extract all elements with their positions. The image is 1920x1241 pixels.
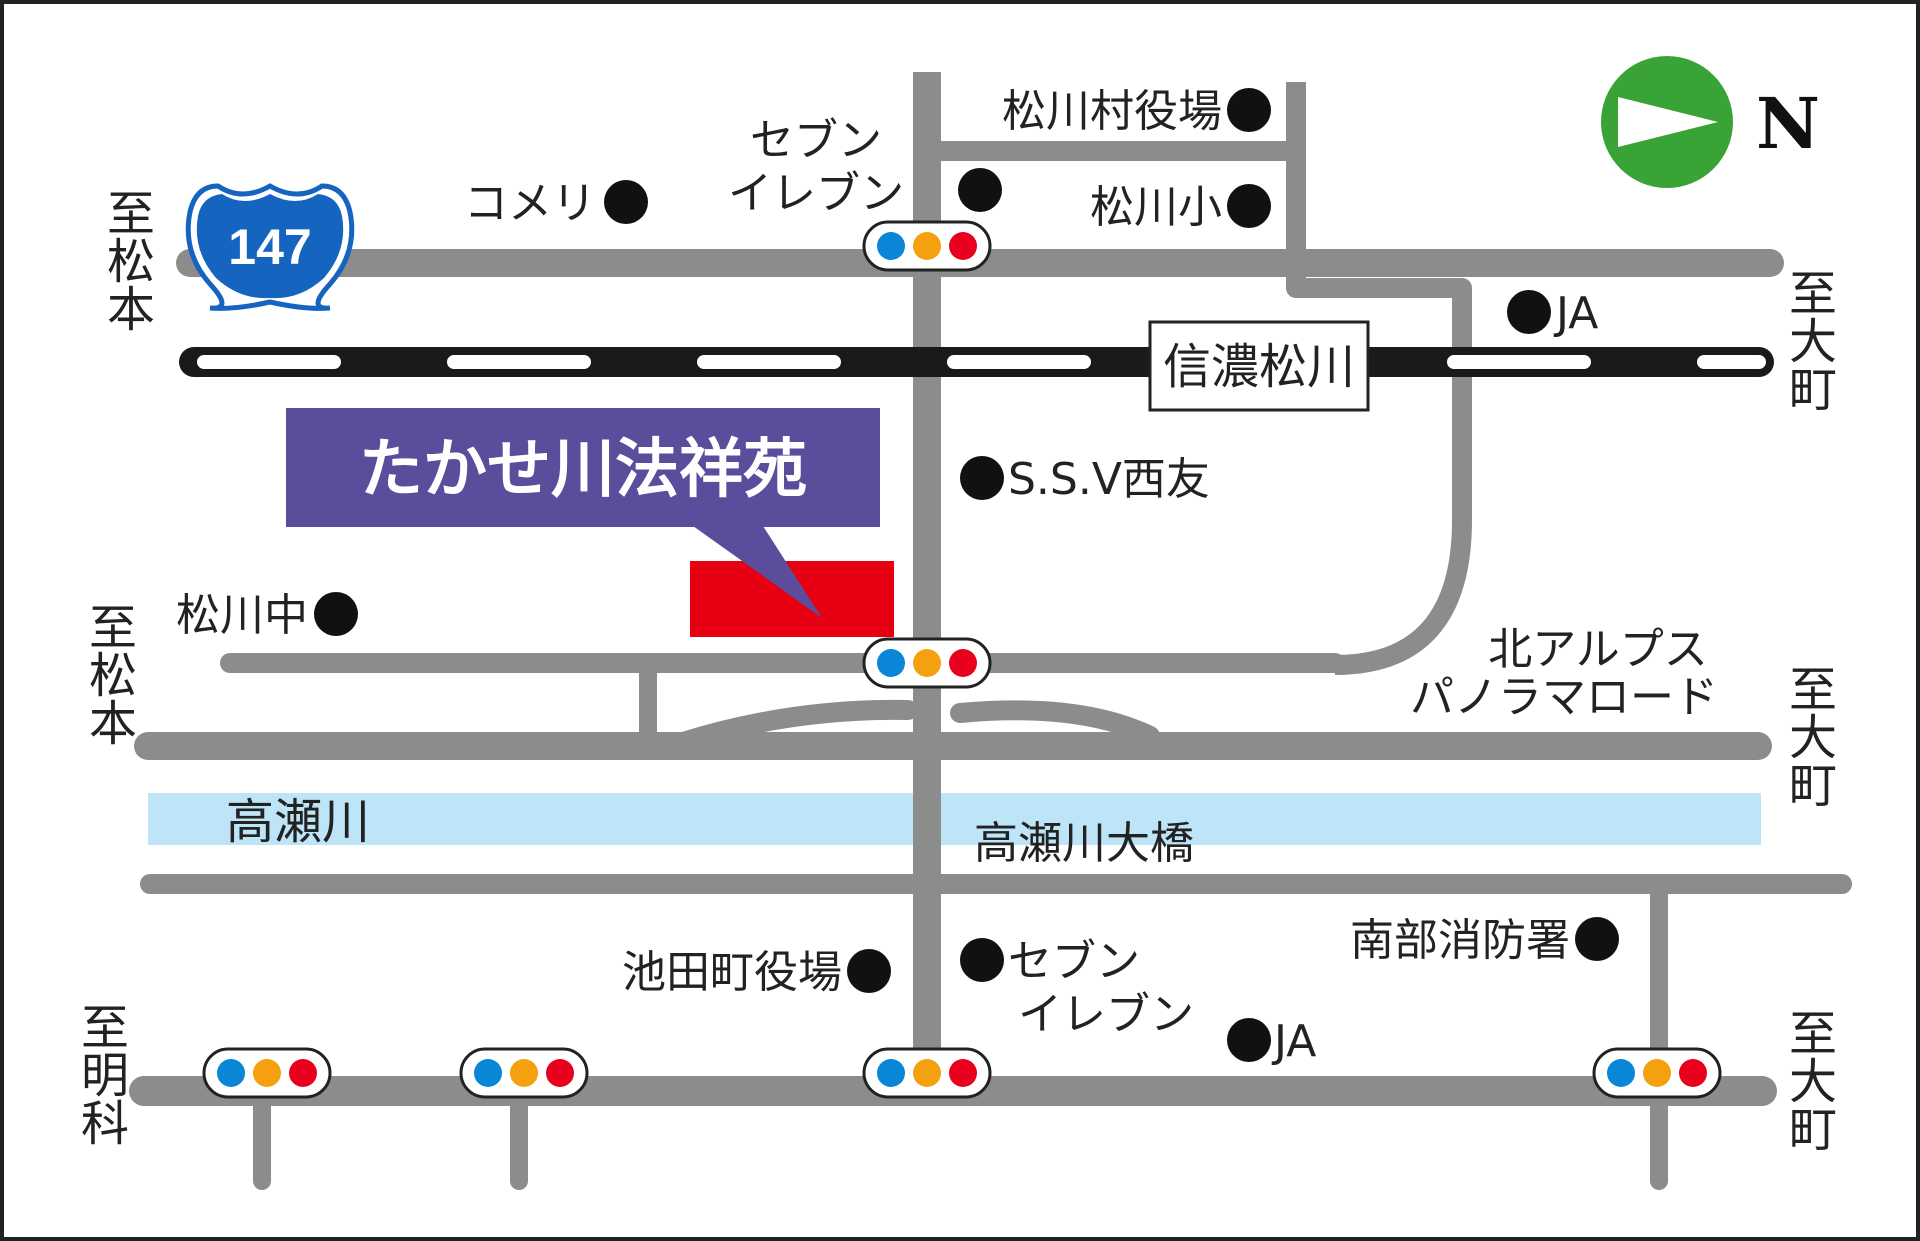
panorama-road-label-2: パノラマロード — [1410, 672, 1718, 723]
komeri-dot — [604, 180, 648, 224]
north-indicator: N — [1601, 56, 1820, 188]
destination-left-bottom: 至明科 — [72, 1002, 128, 1146]
ikeda-town-office-label: 池田町役場 — [622, 947, 842, 998]
matsukawa-jhs-label: 松川中 — [176, 590, 308, 641]
bridge-label: 高瀬川大橋 — [974, 818, 1194, 869]
destinations: 至松本 至松本 至明科 至大町 至大町 至大町 — [72, 188, 1836, 1152]
traffic-signal — [459, 1047, 589, 1099]
traffic-signal — [862, 220, 992, 272]
overpass-ramp-left — [670, 699, 918, 753]
komeri-label: コメリ — [464, 178, 596, 229]
matsukawa-elementary-dot — [1227, 184, 1271, 228]
station-box: 信濃松川 — [1148, 320, 1370, 412]
ssv-nishitomo-dot — [960, 456, 1004, 500]
seven-eleven-south-label-1: セブン — [1008, 936, 1140, 987]
destination-left-top: 至松本 — [98, 188, 154, 332]
traffic-signals — [202, 220, 1722, 1099]
seven-eleven-north-label-2: イレブン — [728, 168, 904, 219]
river-label: 高瀬川 — [226, 794, 370, 850]
ja-south-label: JA — [1271, 1016, 1316, 1067]
village-office-label: 松川村役場 — [1002, 86, 1222, 137]
destination-left-middle: 至松本 — [80, 602, 136, 746]
panorama-road-label-1: 北アルプス — [1488, 624, 1708, 675]
ja-south-dot — [1227, 1018, 1271, 1062]
seven-eleven-south-dot — [960, 938, 1004, 982]
fire-station-label: 南部消防署 — [1350, 915, 1570, 966]
ja-north-dot — [1507, 290, 1551, 334]
facility-name: たかせ川法祥苑 — [359, 432, 807, 507]
traffic-signal — [862, 637, 992, 689]
ikeda-town-office-dot — [847, 949, 891, 993]
landmark-dots — [314, 88, 1619, 1062]
seven-eleven-north-dot — [958, 168, 1002, 212]
destination-right-bottom: 至大町 — [1780, 1008, 1836, 1152]
traffic-signal — [1592, 1047, 1722, 1099]
north-label: N — [1756, 82, 1820, 165]
title-callout: たかせ川法祥苑 — [286, 408, 880, 618]
village-office-dot — [1227, 88, 1271, 132]
seven-eleven-north-label-1: セブン — [750, 115, 882, 166]
seven-eleven-south-label-2: イレブン — [1018, 989, 1194, 1040]
matsukawa-jhs-dot — [314, 592, 358, 636]
village-office-road — [927, 82, 1472, 675]
overpass-ramp-right — [950, 700, 1160, 746]
route-147-badge: 147 — [185, 183, 355, 311]
traffic-signal — [862, 1047, 992, 1099]
matsukawa-elementary-label: 松川小 — [1090, 182, 1222, 233]
fire-station-dot — [1575, 917, 1619, 961]
route-number: 147 — [228, 219, 311, 275]
destination-right-top: 至大町 — [1780, 268, 1836, 412]
station-label: 信濃松川 — [1163, 339, 1355, 395]
ssv-nishitomo-label: S.S.V西友 — [1008, 454, 1210, 505]
destination-right-middle: 至大町 — [1780, 664, 1836, 808]
ja-north-label: JA — [1553, 288, 1598, 339]
takase-river — [148, 793, 1761, 845]
landmark-labels: 松川村役場 コメリ セブン イレブン 松川小 JA S.S.V西友 松川中 池田… — [176, 86, 1718, 1067]
traffic-signal — [202, 1047, 332, 1099]
north-arrow-icon — [1618, 97, 1718, 147]
